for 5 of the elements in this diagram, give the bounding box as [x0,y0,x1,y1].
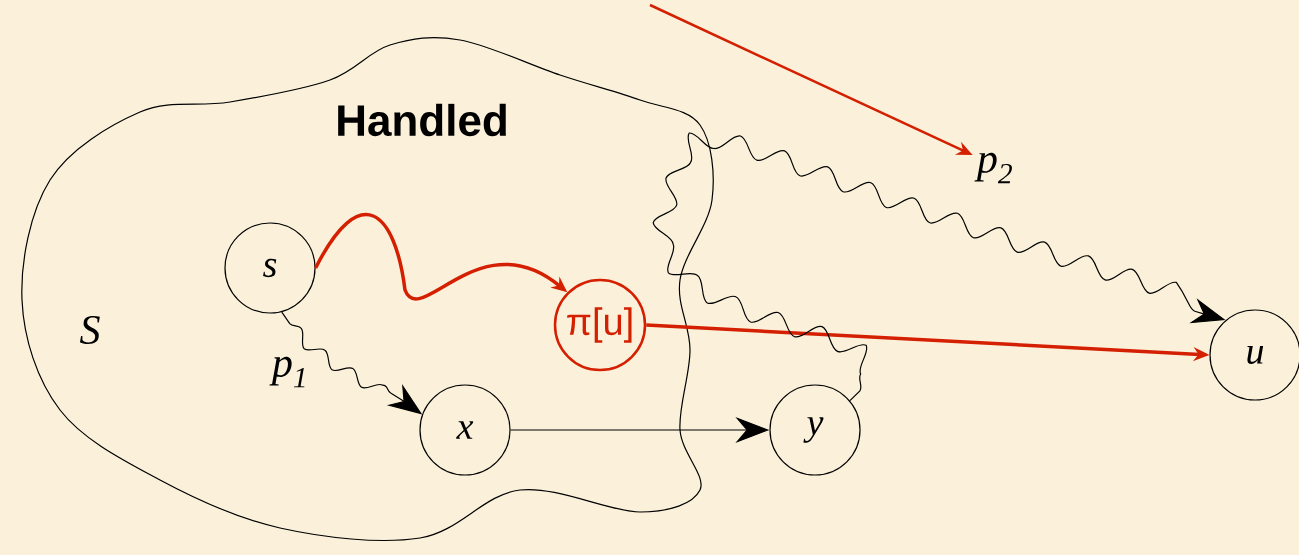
path-label: p$_{2}$ [974,152,1012,184]
circle-node: y [769,384,861,476]
circle-node: x [419,384,511,476]
circle-node: s [224,222,316,314]
circle-node: π[u] [553,278,647,372]
